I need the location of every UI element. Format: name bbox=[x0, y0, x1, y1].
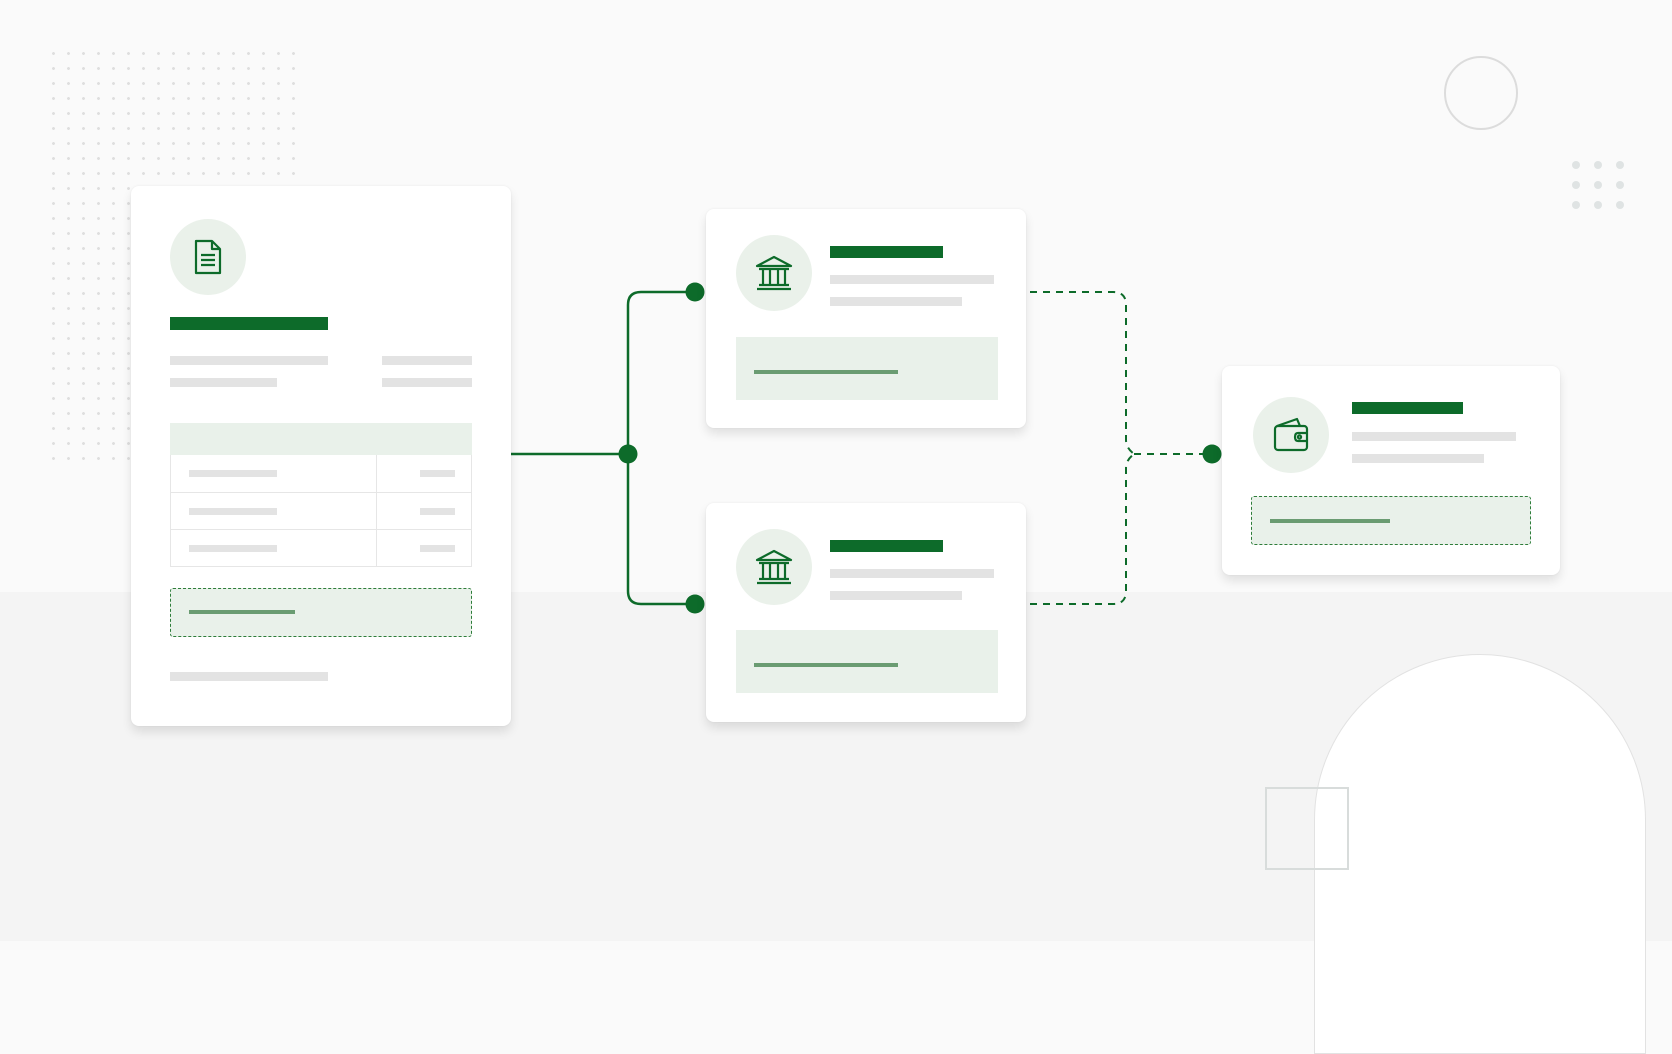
bank-bottom-line-1 bbox=[830, 569, 994, 578]
table-row bbox=[171, 455, 471, 492]
document-icon bbox=[194, 239, 222, 275]
document-total-box bbox=[170, 588, 472, 637]
bank-top-panel bbox=[736, 337, 998, 400]
wallet-title-bar bbox=[1352, 402, 1463, 414]
bank-bottom-title-bar bbox=[830, 540, 943, 552]
table-header bbox=[170, 423, 472, 455]
wallet-card bbox=[1222, 366, 1560, 575]
bank-top-title-bar bbox=[830, 246, 943, 258]
wallet-icon bbox=[1273, 417, 1309, 452]
bank-card-bottom bbox=[706, 503, 1026, 722]
wallet-line-2 bbox=[1352, 454, 1484, 463]
bank-icon-circle bbox=[736, 235, 812, 311]
wallet-line-1 bbox=[1352, 432, 1516, 441]
edge-junction-to-bank-bottom bbox=[626, 454, 695, 606]
document-footer-line bbox=[170, 672, 328, 681]
connector-lines bbox=[511, 282, 1222, 614]
bank-top-line-1 bbox=[830, 275, 994, 284]
node-dot-bank-bottom bbox=[685, 594, 705, 614]
node-dot-wallet bbox=[1202, 444, 1222, 464]
edge-bank-bottom-to-wallet bbox=[1030, 453, 1135, 605]
document-meta-line-1 bbox=[382, 356, 472, 365]
bank-icon bbox=[755, 549, 793, 585]
wallet-icon-circle bbox=[1253, 397, 1329, 473]
bank-icon-circle bbox=[736, 529, 812, 605]
table-row bbox=[171, 492, 471, 529]
document-icon-circle bbox=[170, 219, 246, 295]
document-card bbox=[131, 186, 511, 726]
edge-junction-to-bank-top bbox=[626, 290, 695, 454]
bank-bottom-line-2 bbox=[830, 591, 962, 600]
node-dot-bank-top bbox=[685, 282, 705, 302]
square-decoration bbox=[1265, 787, 1349, 870]
dots-decoration bbox=[1572, 161, 1632, 209]
document-title-bar bbox=[170, 317, 328, 330]
wallet-panel bbox=[1251, 496, 1531, 545]
bank-card-top bbox=[706, 209, 1026, 428]
bank-bottom-panel bbox=[736, 630, 998, 693]
node-dot-junction bbox=[618, 444, 638, 464]
document-meta-line-2 bbox=[382, 378, 472, 387]
bank-top-line-2 bbox=[830, 297, 962, 306]
bank-icon bbox=[755, 255, 793, 291]
edge-bank-top-to-wallet bbox=[1030, 291, 1135, 455]
document-line-1 bbox=[170, 356, 328, 365]
document-table bbox=[170, 423, 472, 567]
table-row bbox=[171, 529, 471, 566]
document-line-2 bbox=[170, 378, 277, 387]
circle-decoration bbox=[1444, 56, 1518, 130]
